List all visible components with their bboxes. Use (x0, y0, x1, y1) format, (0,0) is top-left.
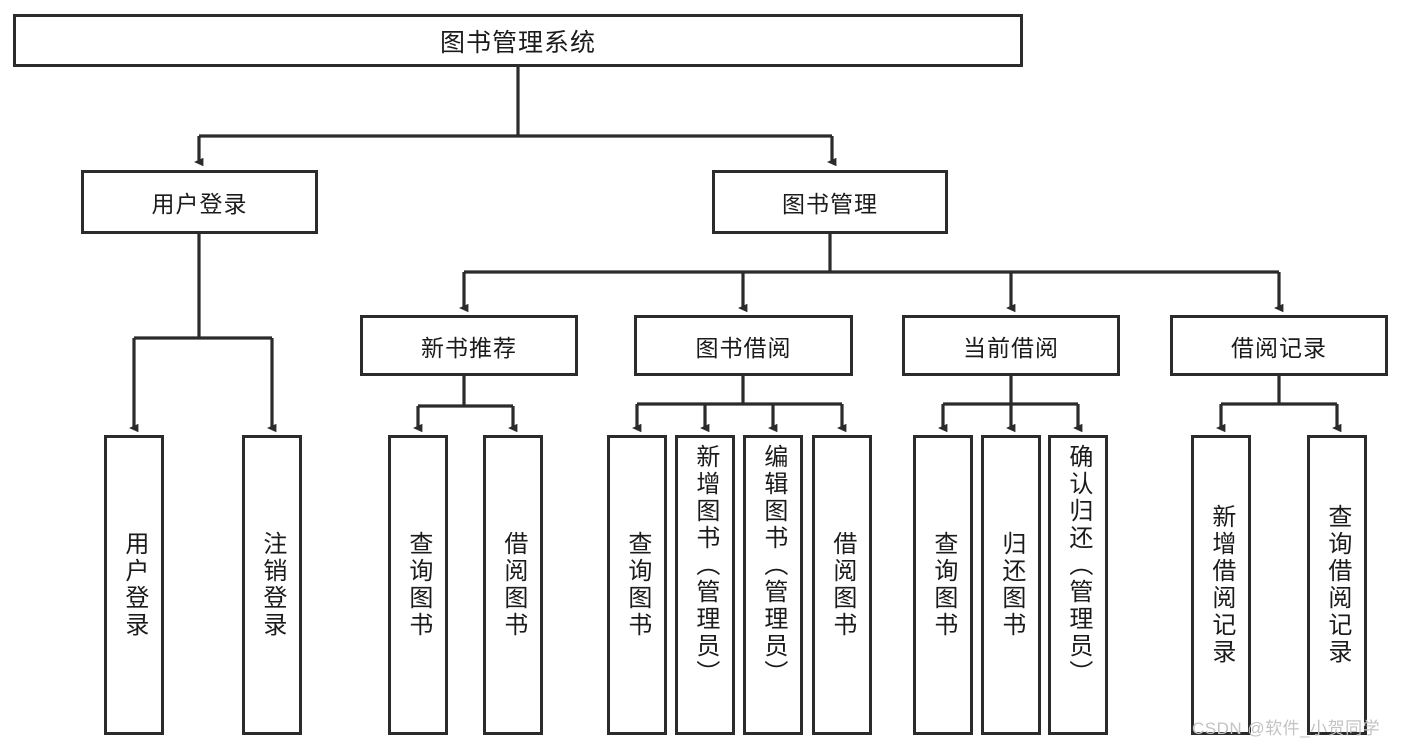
leaf-book-borrow-query-book[interactable]: 查询图书 (607, 435, 667, 735)
node-label: 用户登录 (120, 531, 148, 639)
node-book-borrow[interactable]: 图书借阅 (634, 315, 853, 376)
node-label: 当前借阅 (963, 334, 1059, 361)
node-label: 注销登录 (258, 531, 286, 639)
node-label: 查询图书 (623, 531, 651, 639)
node-label: 查询图书 (929, 531, 957, 639)
node-label: 借阅记录 (1231, 334, 1327, 361)
node-label: 新增借阅记录 (1207, 504, 1235, 666)
node-label: 借阅图书 (828, 531, 856, 639)
node-label: 借阅图书 (499, 531, 527, 639)
leaf-borrow-record-add-record[interactable]: 新增借阅记录 (1191, 435, 1251, 735)
leaf-book-borrow-add-book-admin[interactable]: 新增图书（管理员） (675, 435, 735, 735)
leaf-new-book-borrow-book[interactable]: 借阅图书 (483, 435, 543, 735)
node-label: 用户登录 (151, 191, 248, 217)
node-label: 图书借阅 (695, 334, 792, 361)
node-current-borrow[interactable]: 当前借阅 (902, 315, 1120, 376)
leaf-current-borrow-confirm-return-admin[interactable]: 确认归还（管理员） (1048, 435, 1108, 735)
leaf-user-login-logout[interactable]: 注销登录 (242, 435, 302, 735)
leaf-book-borrow-borrow-book[interactable]: 借阅图书 (812, 435, 872, 735)
node-label: 新增图书（管理员） (691, 444, 719, 687)
node-label: 查询图书 (404, 531, 432, 639)
csdn-watermark: CSDN @软件_小贺同学 (1192, 719, 1381, 738)
node-label: 查询借阅记录 (1323, 504, 1351, 666)
leaf-book-borrow-edit-book-admin[interactable]: 编辑图书（管理员） (743, 435, 803, 735)
node-label: 归还图书 (997, 531, 1025, 639)
node-new-book-recommend[interactable]: 新书推荐 (360, 315, 578, 376)
leaf-borrow-record-query-record[interactable]: 查询借阅记录 (1307, 435, 1367, 735)
leaf-current-borrow-return-book[interactable]: 归还图书 (981, 435, 1041, 735)
node-borrow-record[interactable]: 借阅记录 (1170, 315, 1388, 376)
node-book-management[interactable]: 图书管理 (712, 170, 948, 234)
leaf-new-book-query-book[interactable]: 查询图书 (388, 435, 448, 735)
node-root-book-management-system[interactable]: 图书管理系统 (13, 14, 1023, 67)
node-label: 图书管理 (782, 191, 878, 217)
node-label: 确认归还（管理员） (1064, 444, 1092, 687)
leaf-current-borrow-query-book[interactable]: 查询图书 (913, 435, 973, 735)
node-label: 新书推荐 (421, 334, 517, 361)
node-label: 编辑图书（管理员） (759, 444, 787, 687)
node-label: 图书管理系统 (439, 28, 596, 57)
node-user-login[interactable]: 用户登录 (81, 170, 318, 234)
leaf-user-login-login[interactable]: 用户登录 (104, 435, 164, 735)
